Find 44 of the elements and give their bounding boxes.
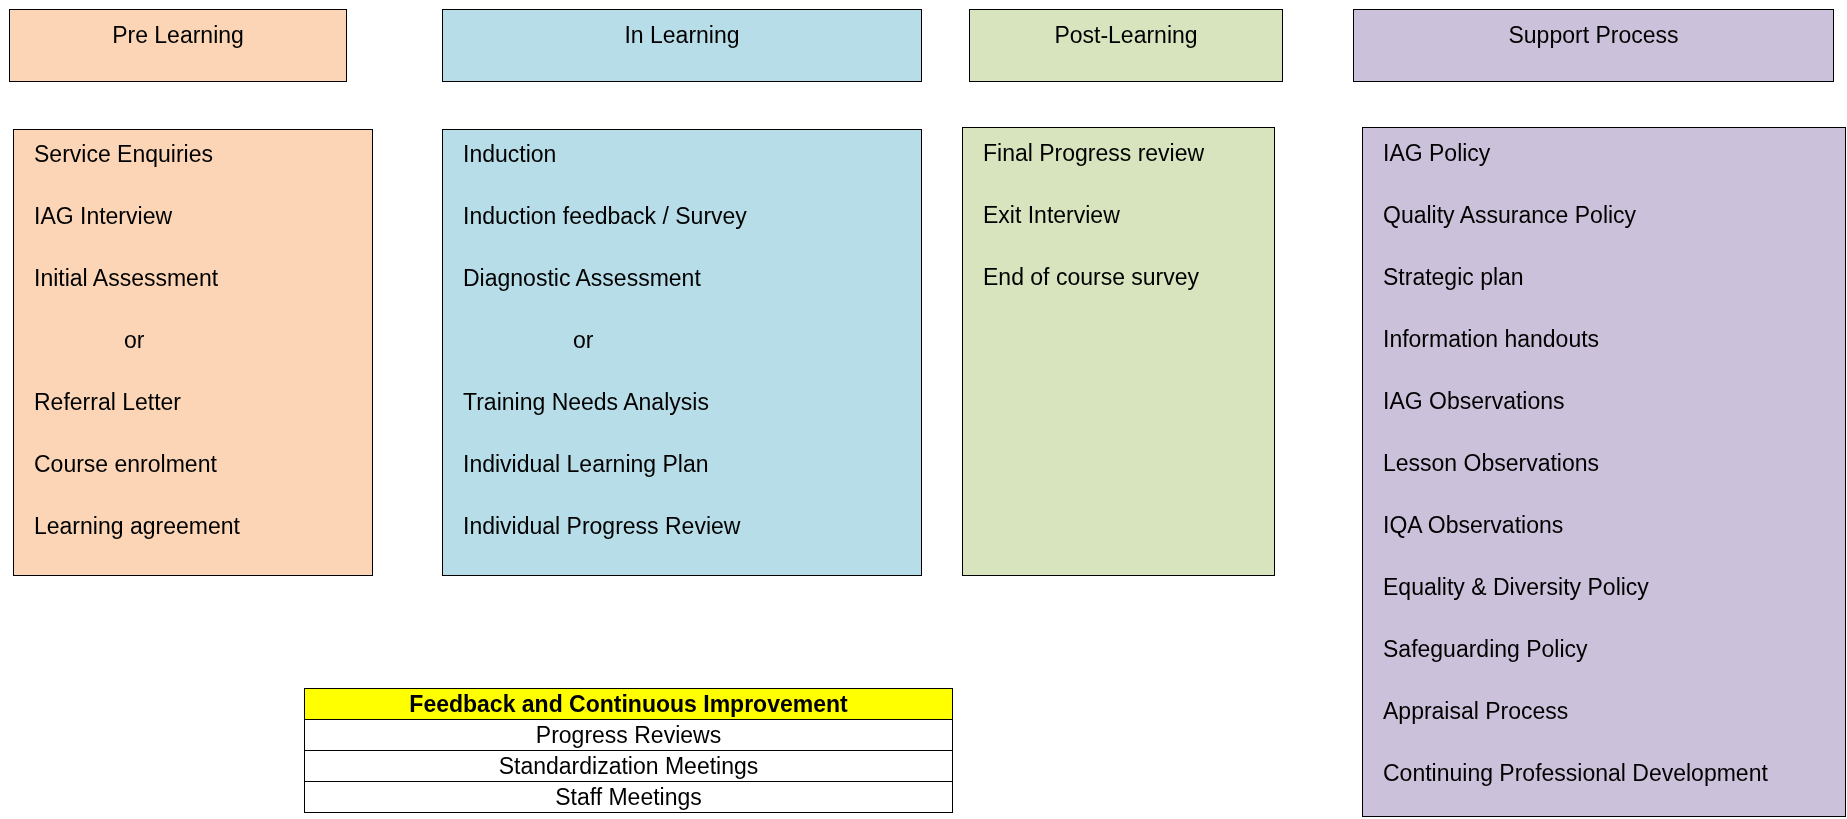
list-item: Induction feedback / Survey bbox=[463, 202, 747, 230]
list-item: Quality Assurance Policy bbox=[1383, 201, 1637, 229]
list-item: Referral Letter bbox=[34, 388, 181, 416]
list-item: Appraisal Process bbox=[1383, 697, 1569, 725]
phase-content-box bbox=[13, 129, 373, 576]
phase-content-box bbox=[442, 129, 922, 576]
phase-title: Pre Learning bbox=[112, 22, 244, 49]
list-item: or bbox=[124, 326, 145, 354]
list-item: Final Progress review bbox=[983, 139, 1205, 167]
list-item: or bbox=[573, 326, 594, 354]
phase-header-box bbox=[1353, 9, 1834, 82]
list-item: Course enrolment bbox=[34, 450, 217, 478]
list-item: Information handouts bbox=[1383, 325, 1600, 353]
list-item: Safeguarding Policy bbox=[1383, 635, 1588, 663]
list-item: Individual Progress Review bbox=[463, 512, 741, 540]
table-cell: Progress Reviews bbox=[304, 719, 953, 751]
list-item: IQA Observations bbox=[1383, 511, 1564, 539]
list-item: Initial Assessment bbox=[34, 264, 219, 292]
table-cell: Standardization Meetings bbox=[304, 750, 953, 782]
list-item: End of course survey bbox=[983, 263, 1200, 291]
list-item: IAG Interview bbox=[34, 202, 173, 230]
list-item: IAG Policy bbox=[1383, 139, 1491, 167]
list-item: Individual Learning Plan bbox=[463, 450, 709, 478]
list-item: Training Needs Analysis bbox=[463, 388, 709, 416]
table-cell: Staff Meetings bbox=[304, 781, 953, 813]
phase-header-box bbox=[9, 9, 347, 82]
list-item: Strategic plan bbox=[1383, 263, 1524, 291]
phase-title: Support Process bbox=[1508, 22, 1679, 49]
list-item: Induction bbox=[463, 140, 557, 168]
list-item: Learning agreement bbox=[34, 512, 240, 540]
list-item: Equality & Diversity Policy bbox=[1383, 573, 1649, 601]
list-item: Diagnostic Assessment bbox=[463, 264, 701, 292]
list-item: Service Enquiries bbox=[34, 140, 213, 168]
table-header-cell: Feedback and Continuous Improvement bbox=[304, 688, 953, 720]
phase-header-box bbox=[969, 9, 1283, 82]
list-item: Exit Interview bbox=[983, 201, 1120, 229]
list-item: Lesson Observations bbox=[1383, 449, 1600, 477]
phase-title: In Learning bbox=[624, 22, 740, 49]
phase-header-box bbox=[442, 9, 922, 82]
list-item: IAG Observations bbox=[1383, 387, 1565, 415]
phase-title: Post-Learning bbox=[1054, 22, 1198, 49]
list-item: Continuing Professional Development bbox=[1383, 759, 1768, 787]
phase-content-box bbox=[1362, 127, 1846, 817]
phase-content-box bbox=[962, 127, 1275, 576]
